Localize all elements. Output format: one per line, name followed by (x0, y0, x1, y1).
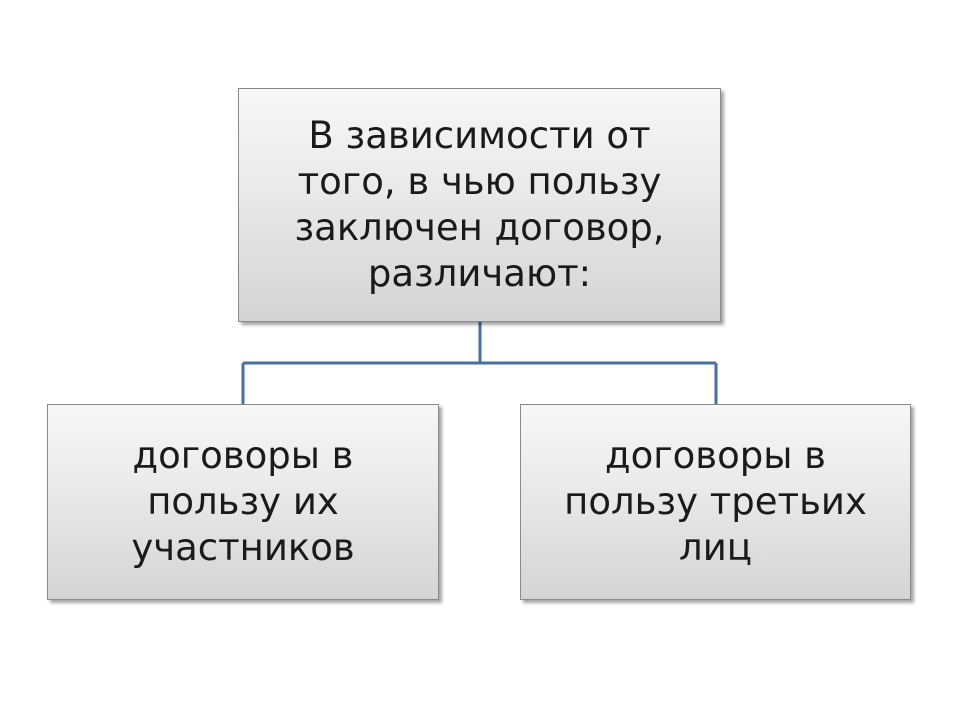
root-node: В зависимости от того, в чью пользу закл… (238, 88, 721, 322)
child-node-participants: договоры в пользу их участников (47, 404, 439, 600)
child-node-third-parties-text: договоры в пользу третьих лиц (564, 434, 867, 569)
child-node-participants-text: договоры в пользу их участников (131, 434, 355, 569)
child-node-third-parties: договоры в пользу третьих лиц (520, 404, 911, 600)
root-node-text: В зависимости от того, в чью пользу закл… (294, 114, 665, 295)
